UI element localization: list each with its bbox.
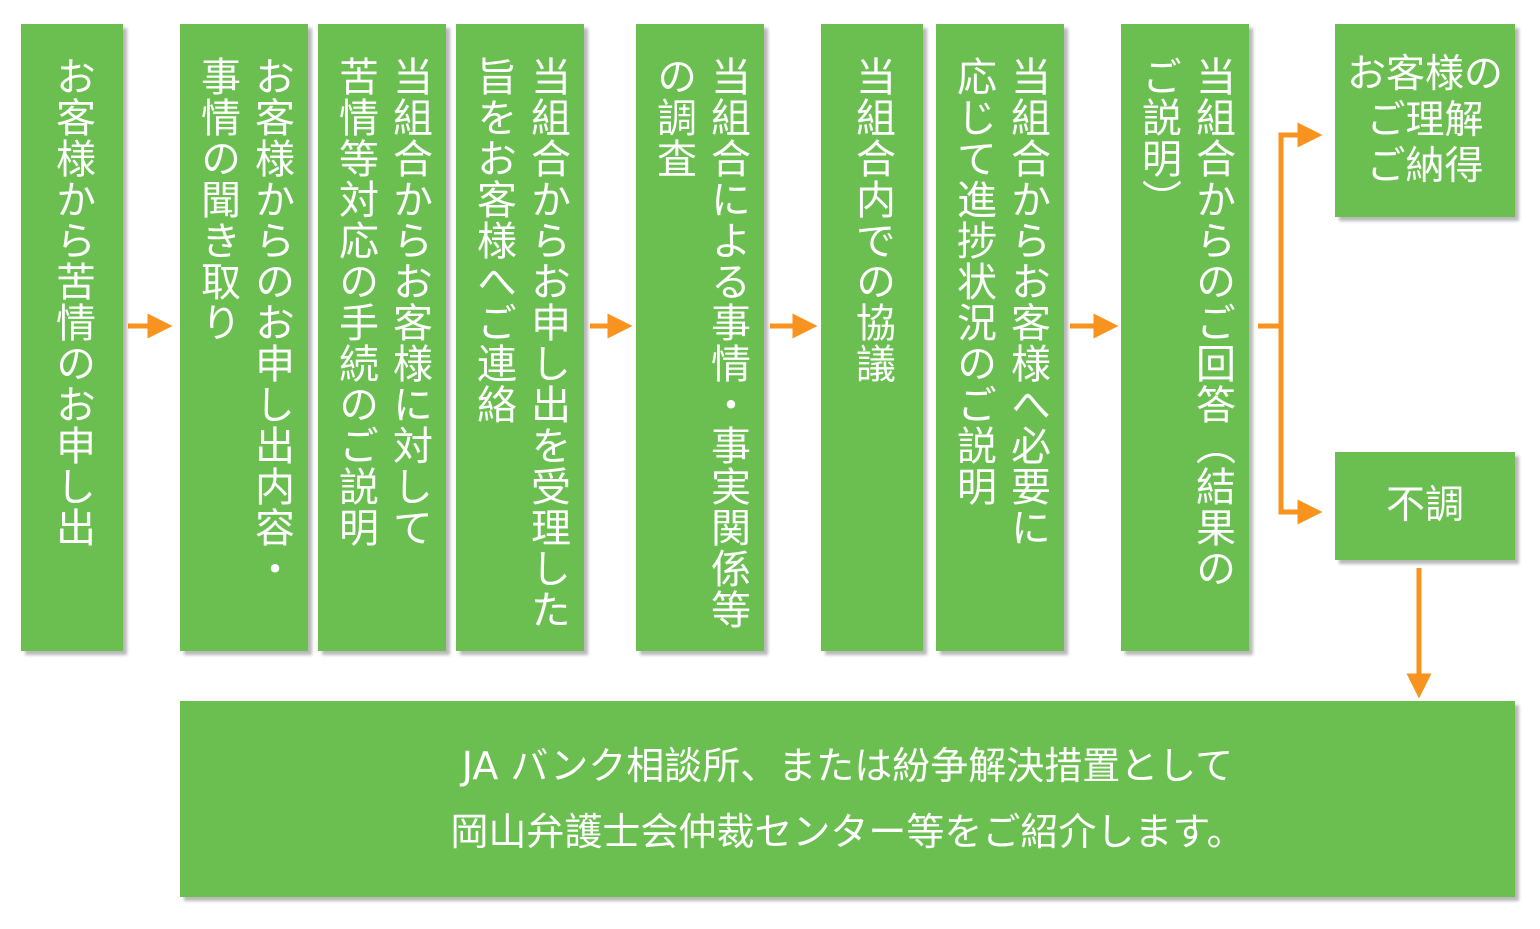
referral-text: JA バンク相談所、または紛争解決措置として 岡山弁護士会仲裁センター等をご紹介… <box>450 744 1245 854</box>
referral-box: JA バンク相談所、または紛争解決措置として 岡山弁護士会仲裁センター等をご紹介… <box>180 701 1515 897</box>
step-label: 当組合からのご回答（結果の ご説明） <box>1135 56 1235 589</box>
step-label: 当組合内での協議 <box>849 56 895 384</box>
step-label: 当組合からお客様へ必要に 応じて進捗状況のご説明 <box>950 56 1050 548</box>
branch-connector <box>1258 132 1306 515</box>
step-label: お客様から苦情のお申し出 <box>49 56 95 548</box>
step-hearing: お客様からのお申し出内容・ 事情の聞き取り <box>180 24 308 651</box>
step-label: お客様からのお申し出内容・ 事情の聞き取り <box>194 56 294 589</box>
step-label: 当組合からお申し出を受理した 旨をお客様へご連絡 <box>470 56 570 630</box>
step-progress-report: 当組合からお客様へ必要に 応じて進捗状況のご説明 <box>936 24 1064 651</box>
outcome-failure: 不調 <box>1335 452 1515 560</box>
outcome-label: 不調 <box>1385 483 1464 528</box>
step-procedure-explanation: 当組合からお客様に対して 苦情等対応の手続のご説明 <box>318 24 446 651</box>
outcome-understanding: お客様の ご理解 ご納得 <box>1335 24 1515 217</box>
step-label: 当組合からお客様に対して 苦情等対応の手続のご説明 <box>332 56 432 548</box>
outcome-label: お客様の ご理解 ご納得 <box>1346 51 1503 189</box>
step-answer: 当組合からのご回答（結果の ご説明） <box>1121 24 1249 651</box>
step-label: 当組合による事情・事実関係等 の調査 <box>650 56 750 630</box>
step-acceptance-notice: 当組合からお申し出を受理した 旨をお客様へご連絡 <box>456 24 584 651</box>
step-investigation: 当組合による事情・事実関係等 の調査 <box>636 24 764 651</box>
step-complaint-received: お客様から苦情のお申し出 <box>21 24 123 651</box>
step-internal-discussion: 当組合内での協議 <box>821 24 923 651</box>
